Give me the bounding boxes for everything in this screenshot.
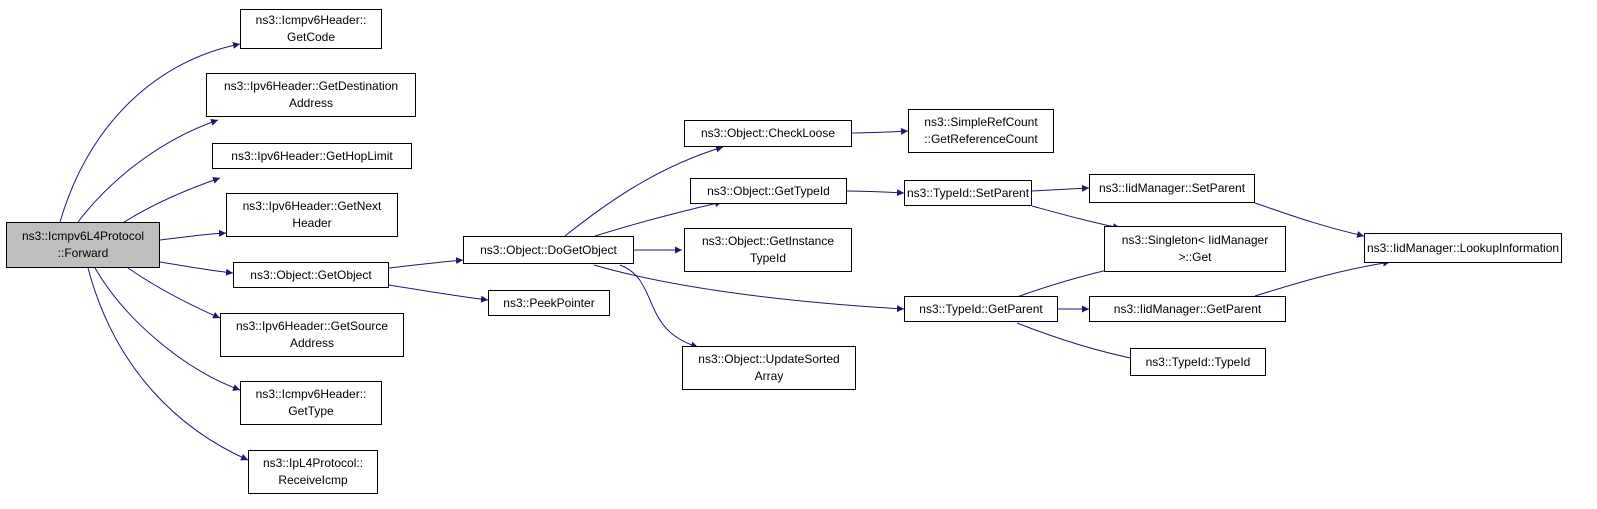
- node-ipv6header-getsourceaddress[interactable]: ns3::Ipv6Header::GetSource Address: [220, 313, 404, 357]
- edge-forward-get-object: [159, 261, 234, 276]
- edge-forward-get-destination: [77, 118, 219, 223]
- node-ipl4protocol-receiveicmp[interactable]: ns3::IpL4Protocol:: ReceiveIcmp: [248, 450, 378, 494]
- node-label: ns3::Ipv6Header::GetNext Header: [242, 199, 382, 230]
- edge-get-object-do-get-object: [388, 257, 464, 269]
- node-object-getinstancetypeid[interactable]: ns3::Object::GetInstance TypeId: [684, 228, 852, 272]
- node-label: ns3::IpL4Protocol:: ReceiveIcmp: [262, 456, 364, 487]
- node-object-checkloose[interactable]: ns3::Object::CheckLoose: [684, 120, 852, 147]
- node-label: ns3::SimpleRefCount ::GetReferenceCount: [924, 115, 1038, 146]
- edge-do-get-object-get-type-id: [594, 200, 723, 237]
- node-typeid-typeid[interactable]: ns3::TypeId::TypeId: [1130, 348, 1266, 376]
- node-label: ns3::IidManager::LookupInformation: [1366, 240, 1560, 255]
- node-icmpv6header-getcode[interactable]: ns3::Icmpv6Header:: GetCode: [240, 9, 382, 49]
- node-ipv6header-getdestinationaddress[interactable]: ns3::Ipv6Header::GetDestination Address: [206, 73, 416, 117]
- node-object-gettypeid[interactable]: ns3::Object::GetTypeId: [690, 178, 847, 204]
- node-ipv6header-getnextheader[interactable]: ns3::Ipv6Header::GetNext Header: [226, 193, 398, 237]
- node-label: ns3::TypeId::TypeId: [1145, 354, 1251, 369]
- node-singleton-iidmanager-get[interactable]: ns3::Singleton< IidManager >::Get: [1104, 226, 1286, 272]
- node-icmpv6header-gettype[interactable]: ns3::Icmpv6Header:: GetType: [240, 381, 382, 425]
- node-icmpv6l4protocol-forward[interactable]: ns3::Icmpv6L4Protocol ::Forward: [6, 222, 160, 268]
- node-simplerefcount-getreferencecount[interactable]: ns3::SimpleRefCount ::GetReferenceCount: [908, 109, 1054, 153]
- edge-set-parent-iid-set-parent: [1031, 184, 1090, 192]
- node-label: ns3::Singleton< IidManager >::Get: [1121, 233, 1269, 264]
- node-label: ns3::Object::GetObject: [250, 267, 372, 282]
- edge-set-parent-singleton: [1031, 205, 1121, 231]
- node-object-getobject[interactable]: ns3::Object::GetObject: [233, 262, 389, 288]
- node-label: ns3::Ipv6Header::GetDestination Address: [223, 79, 399, 110]
- node-typeid-getparent[interactable]: ns3::TypeId::GetParent: [904, 296, 1058, 322]
- node-label: ns3::Object::DoGetObject: [480, 242, 617, 257]
- node-label: ns3::Object::UpdateSorted Array: [698, 352, 840, 383]
- node-label: ns3::Object::CheckLoose: [700, 126, 836, 140]
- node-iidmanager-getparent[interactable]: ns3::IidManager::GetParent: [1089, 296, 1286, 322]
- edge-do-get-object-check-loose: [564, 145, 724, 237]
- node-label: ns3::Ipv6Header::GetSource Address: [235, 319, 389, 350]
- node-label: ns3::PeekPointer: [503, 295, 595, 310]
- node-object-updatesortedarray[interactable]: ns3::Object::UpdateSorted Array: [682, 346, 856, 390]
- edge-iid-set-parent-lookup: [1254, 202, 1365, 238]
- node-label: ns3::Icmpv6L4Protocol ::Forward: [21, 229, 145, 260]
- edge-forward-get-hop-limit: [117, 176, 221, 227]
- node-peekpointer[interactable]: ns3::PeekPointer: [488, 290, 610, 316]
- node-label: ns3::TypeId::GetParent: [919, 301, 1043, 316]
- node-typeid-setparent[interactable]: ns3::TypeId::SetParent: [904, 180, 1032, 206]
- edge-do-get-object-typeid-get-parent: [593, 264, 905, 313]
- node-label: ns3::Object::GetInstance TypeId: [701, 234, 835, 265]
- node-label: ns3::TypeId::SetParent: [906, 185, 1030, 200]
- edge-get-object-peek-pointer: [388, 284, 489, 303]
- edge-iid-get-parent-lookup: [1254, 259, 1391, 297]
- node-label: ns3::Ipv6Header::GetHopLimit: [231, 148, 393, 163]
- node-iidmanager-setparent[interactable]: ns3::IidManager::SetParent: [1089, 174, 1255, 203]
- edge-forward-get-next-header: [159, 229, 227, 241]
- node-label: ns3::Icmpv6Header:: GetType: [255, 387, 367, 418]
- edge-forward-get-type: [94, 267, 241, 391]
- node-iidmanager-lookupinformation[interactable]: ns3::IidManager::LookupInformation: [1364, 233, 1562, 263]
- edge-do-get-object-update-sorted: [619, 264, 699, 349]
- edge-check-loose-ref-count: [851, 127, 909, 135]
- edge-forward-receive-icmp: [87, 267, 249, 461]
- edge-forward-get-code: [59, 41, 241, 223]
- edge-forward-get-source: [127, 267, 221, 319]
- node-ipv6header-gethoplimit[interactable]: ns3::Ipv6Header::GetHopLimit: [212, 143, 412, 169]
- node-label: ns3::Object::GetTypeId: [707, 183, 830, 198]
- node-label: ns3::IidManager::SetParent: [1098, 181, 1246, 195]
- node-label: ns3::IidManager::GetParent: [1113, 301, 1262, 316]
- edge-get-type-id-set-parent: [846, 189, 905, 197]
- node-label: ns3::Icmpv6Header:: GetCode: [255, 13, 367, 44]
- node-object-dogetobject[interactable]: ns3::Object::DoGetObject: [463, 236, 634, 264]
- edge-get-parent-typeid-typeid: [1016, 322, 1141, 363]
